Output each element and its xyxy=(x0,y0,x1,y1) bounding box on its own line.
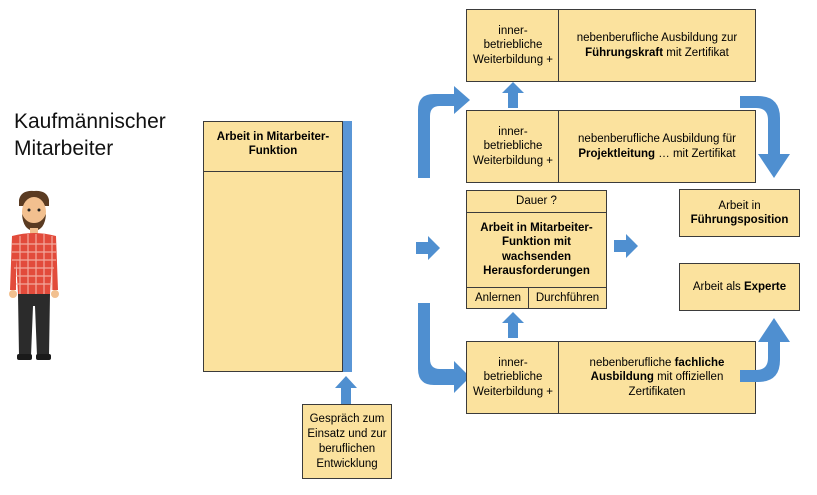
track-bottom-left: inner-betriebliche Weiterbildung + xyxy=(472,356,554,398)
center-duration: Dauer ? xyxy=(516,195,557,208)
center-box: Dauer ? Arbeit in Mitarbeiter-Funktion m… xyxy=(466,190,607,309)
track-middle-right-bold: Projektleitung xyxy=(578,147,656,160)
curved-arrow-down-to-bottom-track-icon xyxy=(418,303,470,393)
outcome-leadership-pre: Arbeit in xyxy=(718,199,761,212)
outcome-leadership-bold: Führungsposition xyxy=(690,214,789,226)
track-top-right-post: mit Zertifikat xyxy=(663,46,729,59)
track-middle-right-pre: nebenberufliche Ausbildung für xyxy=(578,133,736,145)
center-divider-bottom xyxy=(467,287,606,288)
arrow-up-to-center-icon xyxy=(502,312,524,338)
main-job-blue-bar xyxy=(343,121,352,372)
talk-box: Gespräch zum Einsatz und zur beruflichen… xyxy=(302,404,392,479)
center-left-label: Anlernen xyxy=(474,291,522,304)
track-middle-left: inner-betriebliche Weiterbildung + xyxy=(472,125,554,167)
main-job-divider xyxy=(204,171,342,172)
track-top-right: nebenberufliche Ausbildung zur Führungsk… xyxy=(559,10,755,81)
track-bottom-right-post: mit offiziellen Zertifikaten xyxy=(628,371,724,398)
curved-arrow-down-to-leadership-icon xyxy=(740,96,790,178)
outcome-expert-text: Arbeit als Experte xyxy=(680,264,799,310)
outcome-expert-bold: Experte xyxy=(743,280,787,293)
person-title-line-1: Kaufmännischer xyxy=(14,110,166,133)
track-middle-right: nebenberufliche Ausbildung für Projektle… xyxy=(559,111,755,182)
track-top-right-pre: nebenberufliche Ausbildung zur xyxy=(576,32,738,44)
center-title: Arbeit in Mitarbeiter-Funktion mit wachs… xyxy=(480,221,593,278)
person-title: Kaufmännischer Mitarbeiter xyxy=(14,108,166,162)
track-middle-divider xyxy=(558,111,559,182)
track-bottom-right-pre: nebenberufliche xyxy=(589,356,675,369)
track-middle-box: inner-betriebliche Weiterbildung + neben… xyxy=(466,110,756,183)
outcome-expert-box: Arbeit als Experte xyxy=(679,263,800,311)
person-figure-icon xyxy=(9,190,59,360)
track-bottom-box: inner-betriebliche Weiterbildung + neben… xyxy=(466,341,756,414)
track-top-divider xyxy=(558,10,559,81)
talk-box-text: Gespräch zum Einsatz und zur beruflichen… xyxy=(307,412,387,470)
arrow-right-to-center-icon xyxy=(416,236,440,260)
track-top-right-bold: Führungskraft xyxy=(585,46,664,59)
outcome-leadership-text: Arbeit in Führungsposition xyxy=(680,190,799,236)
curved-arrow-up-to-middle-track-icon xyxy=(418,86,470,178)
arrow-up-to-top-track-icon xyxy=(502,82,524,108)
outcome-leadership-box: Arbeit in Führungsposition xyxy=(679,189,800,237)
center-right-label: Durchführen xyxy=(535,291,600,304)
track-top-box: inner-betriebliche Weiterbildung + neben… xyxy=(466,9,756,82)
arrow-up-to-main-job-icon xyxy=(335,376,357,404)
person-title-line-2: Mitarbeiter xyxy=(14,137,114,160)
track-bottom-divider xyxy=(558,342,559,413)
track-middle-right-post: … mit Zertifikat xyxy=(655,147,736,160)
curved-arrow-up-to-expert-icon xyxy=(740,318,790,382)
center-divider-vertical xyxy=(528,287,529,308)
track-bottom-right-bold: fachliche Ausbildung xyxy=(590,356,725,384)
arrow-right-from-center-icon xyxy=(614,234,638,258)
main-job-box: Arbeit in Mitarbeiter-Funktion xyxy=(203,121,343,372)
outcome-expert-pre: Arbeit als xyxy=(692,280,744,293)
center-divider-top xyxy=(467,212,606,213)
track-top-left: inner-betriebliche Weiterbildung + xyxy=(472,24,554,66)
main-job-title: Arbeit in Mitarbeiter-Funktion xyxy=(216,131,330,157)
track-bottom-right: nebenberufliche fachliche Ausbildung mit… xyxy=(559,342,755,413)
